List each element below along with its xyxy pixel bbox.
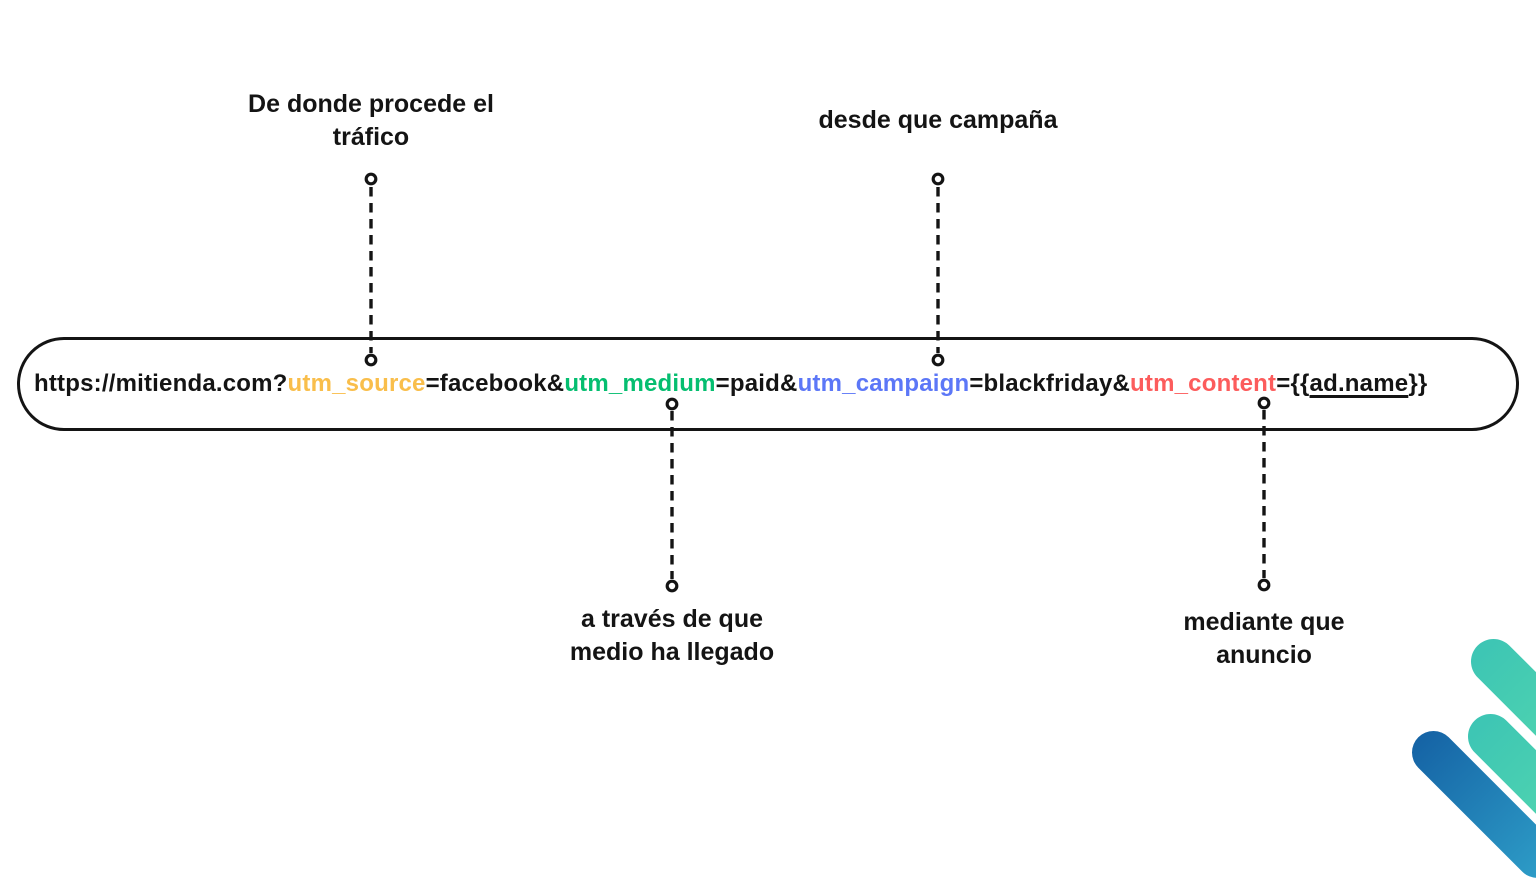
url-segment-medium-value: =paid& xyxy=(715,370,798,397)
url-text: https://mitienda.com?utm_source=facebook… xyxy=(34,372,1427,396)
url-segment-ad-name-variable: ad.name xyxy=(1309,370,1409,397)
url-segment-content-equals-braces: ={{ xyxy=(1276,370,1310,397)
url-segment-campaign-value: =blackfriday& xyxy=(969,370,1131,397)
url-segment-utm-campaign-param: utm_campaign xyxy=(797,370,970,397)
connector-endpoint-dot xyxy=(665,579,679,593)
url-segment-source-value: =facebook& xyxy=(425,370,565,397)
annotation-line: desde que campaña xyxy=(818,106,1058,134)
url-segment-utm-medium-param: utm_medium xyxy=(564,370,716,397)
utm-diagram: De donde procede el tráfico desde que ca… xyxy=(17,88,1536,887)
connector-endpoint-dot xyxy=(1257,578,1271,592)
annotation-line: a través de que xyxy=(580,605,764,633)
url-segment-utm-source-param: utm_source xyxy=(287,370,426,397)
url-pill: https://mitienda.com?utm_source=facebook… xyxy=(17,337,1519,431)
annotation-utm-medium: a través de que medio ha llegado xyxy=(570,603,774,669)
annotation-utm-source: De donde procede el tráfico xyxy=(248,88,494,154)
connector-endpoint-dot xyxy=(931,172,945,186)
annotation-line: De donde procede el xyxy=(248,90,494,118)
annotation-utm-content: mediante que anuncio xyxy=(1183,606,1344,672)
url-segment-closing-braces: }} xyxy=(1408,370,1428,397)
annotation-line: mediante que xyxy=(1183,608,1345,636)
connector-endpoint-dot xyxy=(364,172,378,186)
url-segment-utm-content-param: utm_content xyxy=(1130,370,1277,397)
annotation-line: anuncio xyxy=(1216,641,1312,669)
annotation-utm-campaign: desde que campaña xyxy=(819,104,1058,137)
url-segment-protocol-domain: https://mitienda.com? xyxy=(34,370,288,397)
annotation-line: medio ha llegado xyxy=(569,638,775,666)
annotation-line: tráfico xyxy=(332,123,410,151)
